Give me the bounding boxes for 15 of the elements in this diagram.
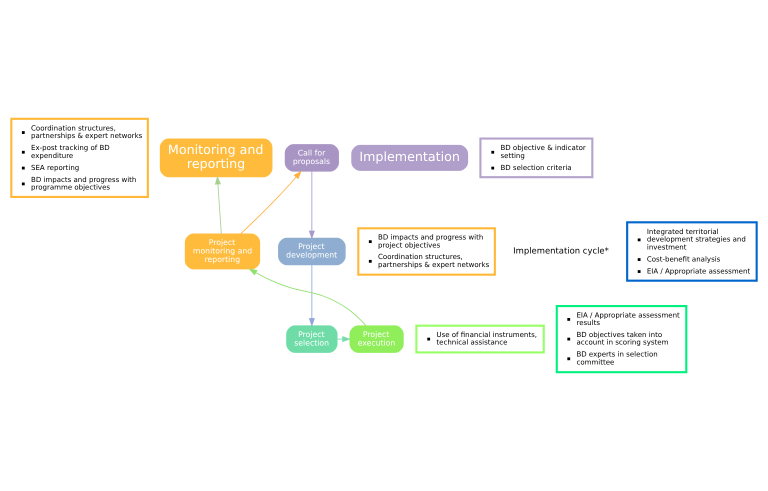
arrow bbox=[214, 176, 222, 234]
node-box: Monitoring and reporting bbox=[160, 138, 272, 178]
arrow bbox=[248, 268, 366, 326]
label: Implementation cycle* bbox=[513, 246, 609, 256]
arrow bbox=[308, 264, 315, 327]
node-box: BD impacts and progress with project objectives Coordination structures, partnerships & expert networks bbox=[357, 227, 496, 276]
node-box: Coordination structures, partnerships & expert networks Ex-post tracking of BD expenditure SEA reporting BD impacts and progress with programme objectives bbox=[10, 118, 149, 198]
node-box: BD objective & indicator setting BD selection criteria bbox=[479, 137, 594, 178]
arrow bbox=[240, 170, 302, 234]
node-box: Use of financial instruments, technical assistance bbox=[415, 324, 545, 354]
arrow bbox=[336, 336, 351, 342]
node-box: EIA / Appropriate assessment results BD objectives taken into account in scoring system BD experts in selection committee bbox=[556, 304, 688, 374]
node-box: Implementation bbox=[351, 144, 468, 171]
node-box: Integrated territorial development strategies and investment Cost-benefit analysis EIA / Appropriate assessment bbox=[626, 221, 758, 282]
arrow bbox=[308, 170, 315, 240]
